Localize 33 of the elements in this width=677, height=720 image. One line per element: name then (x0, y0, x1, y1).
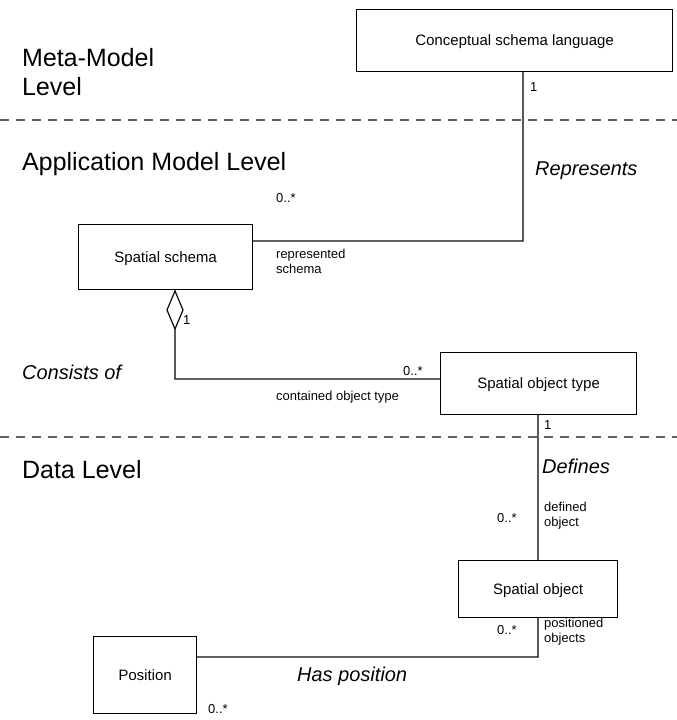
class-name: Position (118, 666, 172, 684)
multiplicity: 1 (183, 313, 190, 328)
class-box (78, 224, 253, 290)
class-name: Conceptual schema language (415, 32, 614, 49)
class-box (93, 636, 197, 714)
multiplicity: 0..* (403, 364, 423, 379)
level-title: Data Level (22, 456, 142, 485)
multiplicity: 1 (530, 80, 538, 95)
level-title: Meta-Model Level (22, 44, 155, 102)
class-name: Spatial schema (114, 248, 217, 266)
multiplicity: 0..* (497, 511, 517, 526)
edge-label: Defines (542, 456, 610, 479)
class-name: Spatial object (492, 580, 584, 598)
aggregation-line (166, 290, 440, 380)
role-name: positioned objects (544, 616, 604, 646)
class-box (356, 9, 673, 72)
multiplicity: 0..* (208, 702, 228, 717)
class-name: Spatial object type (477, 375, 600, 392)
association-line (253, 72, 524, 242)
association-line (197, 618, 539, 658)
role-name: contained object type (276, 389, 399, 404)
class-box (458, 560, 618, 618)
role-name: defined object (544, 500, 588, 530)
association-line (537, 415, 539, 560)
edge-label: Represents (535, 158, 638, 181)
edge-label: Consists of (22, 362, 121, 385)
multiplicity: 1 (544, 418, 552, 433)
role-name: represented schema (276, 247, 346, 277)
level-title: Application Model Level (22, 148, 286, 177)
edge-label: Has position (296, 664, 408, 687)
multiplicity: 0..* (497, 623, 517, 638)
multiplicity: 0..* (276, 191, 296, 206)
class-box (440, 352, 637, 415)
